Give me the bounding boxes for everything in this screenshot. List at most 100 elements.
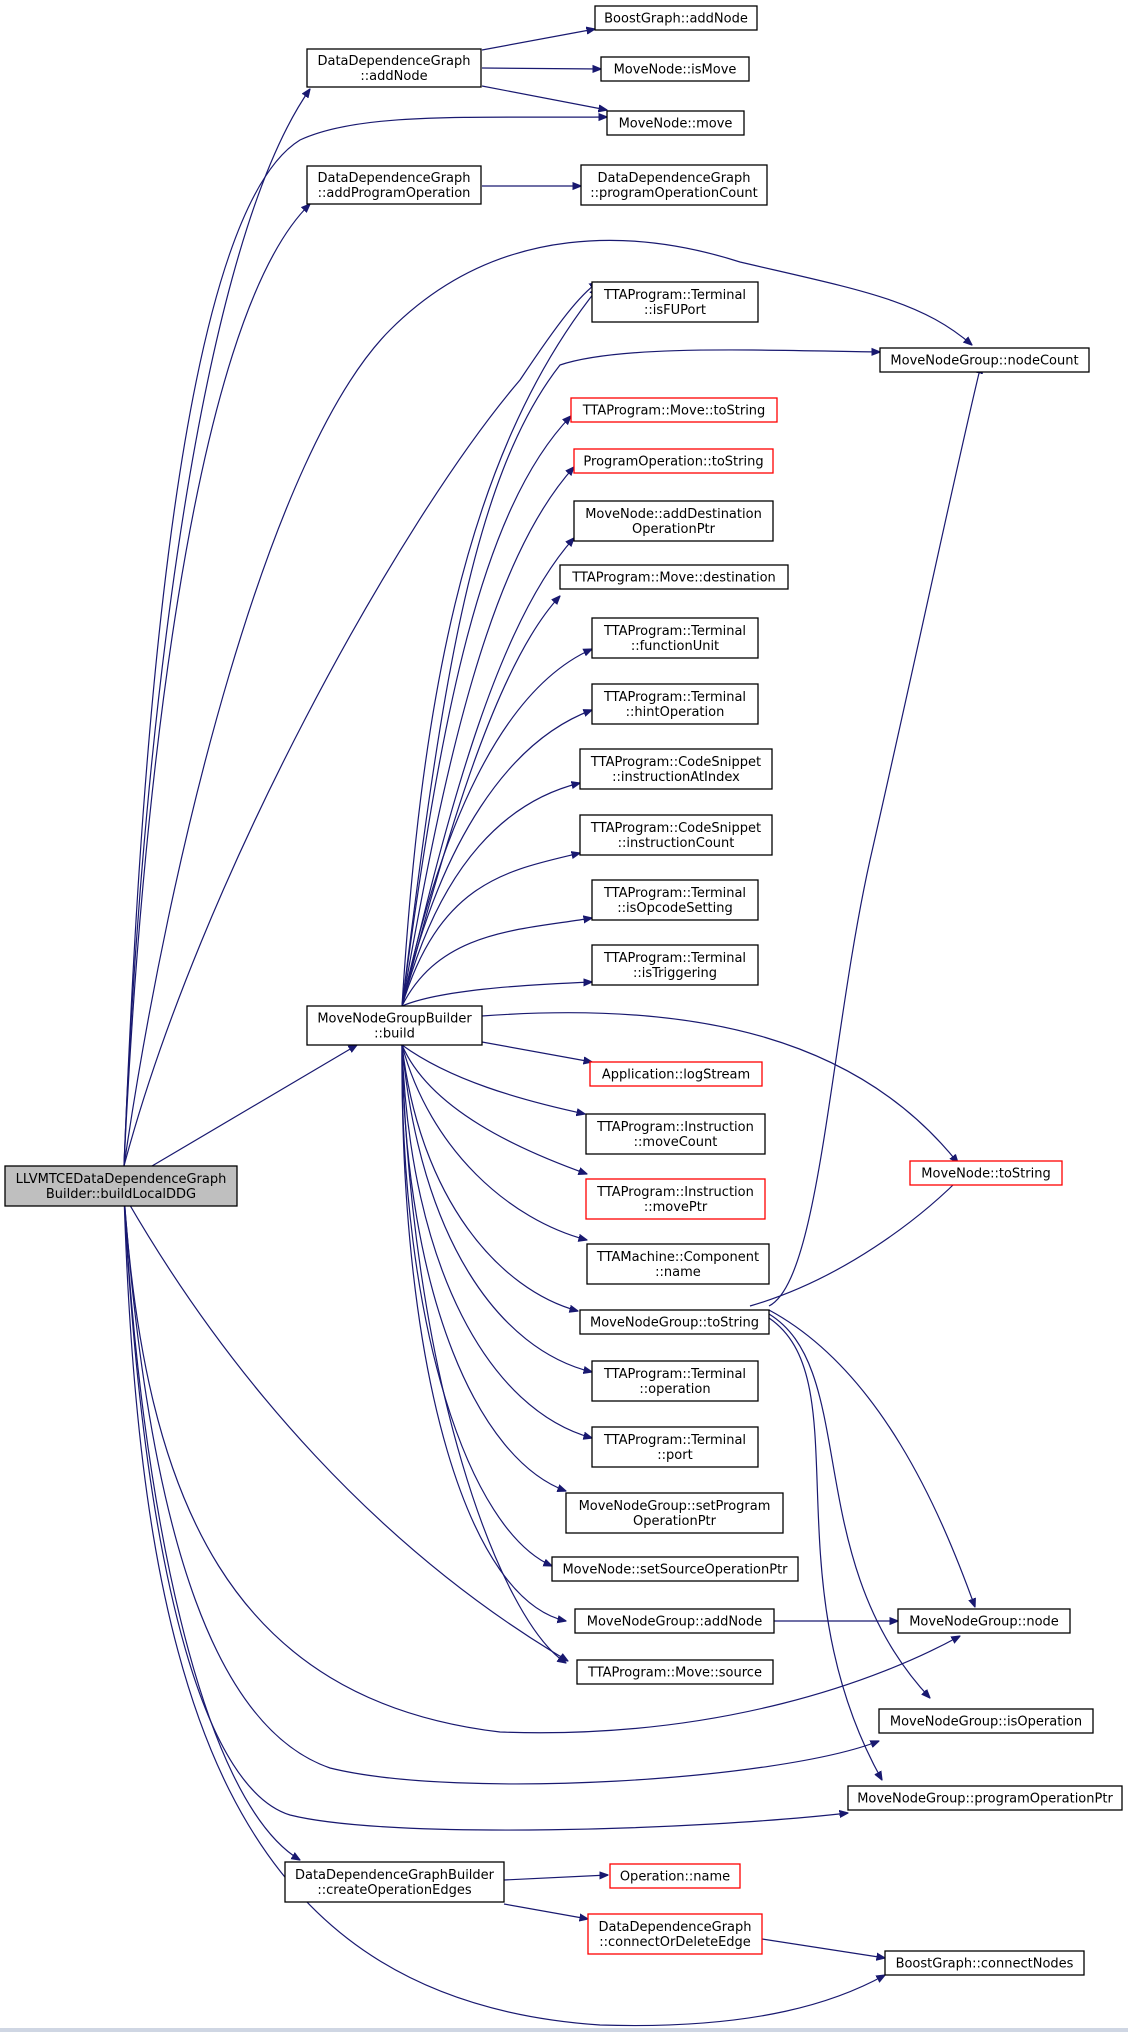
node-box: [570, 397, 778, 423]
node-box: [909, 1160, 1063, 1186]
node-bg-addnode[interactable]: BoostGraph::addNode: [594, 5, 758, 31]
node-label: TTAProgram::Move::source: [587, 1666, 762, 1681]
node-label: TTAProgram::Terminal: [603, 624, 746, 639]
edge: [401, 783, 580, 1007]
node-mng-progopptr[interactable]: MoveNodeGroup::programOperationPtr: [847, 1785, 1123, 1811]
node-ddgb-createopedges[interactable]: DataDependenceGraphBuilder::createOperat…: [284, 1861, 505, 1903]
node-move-source[interactable]: TTAProgram::Move::source: [576, 1659, 774, 1685]
node-instr-movecount[interactable]: TTAProgram::Instruction::moveCount: [585, 1113, 766, 1155]
node-box: [879, 347, 1090, 373]
node-label: MoveNodeGroup::addNode: [587, 1615, 763, 1630]
nodes: LLVMTCEDataDependenceGraphBuilder::build…: [4, 5, 1123, 1976]
node-app-logstream[interactable]: Application::logStream: [589, 1061, 763, 1087]
edge: [401, 1044, 592, 1438]
node-box: [609, 1863, 741, 1889]
edge: [481, 29, 595, 51]
node-mng-addnode[interactable]: MoveNodeGroup::addNode: [574, 1608, 775, 1634]
node-box: [551, 1556, 799, 1582]
node-po-tostring[interactable]: ProgramOperation::toString: [573, 448, 774, 474]
node-label: ::hintOperation: [626, 705, 725, 720]
node-ddg-progopcount[interactable]: DataDependenceGraph::programOperationCou…: [580, 164, 768, 206]
node-term-operation[interactable]: TTAProgram::Terminal::operation: [591, 1360, 759, 1402]
node-move-destination[interactable]: TTAProgram::Move::destination: [559, 564, 789, 590]
edge: [401, 350, 880, 1007]
node-box: [897, 1608, 1071, 1634]
edge: [401, 1044, 578, 1311]
edge: [401, 649, 592, 1007]
edge: [401, 853, 580, 1007]
node-label: TTAProgram::Instruction: [596, 1185, 754, 1200]
node-label: MoveNode::setSourceOperationPtr: [562, 1563, 788, 1578]
node-box: [306, 1005, 483, 1046]
node-term-functionunit[interactable]: TTAProgram::Terminal::functionUnit: [591, 617, 759, 659]
node-term-istriggering[interactable]: TTAProgram::Terminal::isTriggering: [591, 944, 759, 986]
node-instr-moveptr[interactable]: TTAProgram::Instruction::movePtr: [585, 1178, 766, 1220]
node-mngb-build[interactable]: MoveNodeGroupBuilder::build: [306, 1005, 483, 1046]
node-cs-instrcount[interactable]: TTAProgram::CodeSnippet::instructionCoun…: [579, 814, 773, 856]
edges: [123, 29, 981, 2027]
node-cs-instratindex[interactable]: TTAProgram::CodeSnippet::instructionAtIn…: [579, 748, 773, 790]
node-label: DataDependenceGraph: [317, 171, 470, 186]
node-box: [591, 1426, 759, 1468]
node-term-port[interactable]: TTAProgram::Terminal::port: [591, 1426, 759, 1468]
node-comp-name[interactable]: TTAMachine::Component::name: [586, 1243, 770, 1285]
node-box: [573, 448, 774, 474]
root-node[interactable]: LLVMTCEDataDependenceGraphBuilder::build…: [4, 1165, 238, 1207]
node-label: DataDependenceGraph: [597, 171, 750, 186]
edge: [401, 1044, 566, 1663]
node-label: LLVMTCEDataDependenceGraph: [16, 1172, 227, 1187]
node-ddg-addnode[interactable]: DataDependenceGraph::addNode: [306, 48, 482, 88]
edge: [401, 416, 571, 1007]
edge: [123, 1194, 568, 1661]
node-label: ::operation: [639, 1382, 710, 1397]
node-mng-isoperation[interactable]: MoveNodeGroup::isOperation: [878, 1708, 1094, 1734]
edge: [768, 1309, 975, 1607]
edge: [401, 1044, 566, 1491]
node-mng-node[interactable]: MoveNodeGroup::node: [897, 1608, 1071, 1634]
edge: [401, 982, 592, 1007]
node-mn-move[interactable]: MoveNode::move: [606, 110, 745, 136]
node-box: [585, 1113, 766, 1155]
node-box: [579, 814, 773, 856]
node-label: Operation::name: [620, 1870, 730, 1885]
node-bg-connectnodes[interactable]: BoostGraph::connectNodes: [884, 1950, 1085, 1976]
edge: [768, 1317, 882, 1780]
edge: [481, 85, 607, 110]
node-label: MoveNodeGroup::node: [909, 1615, 1059, 1630]
node-label: BoostGraph::connectNodes: [896, 1957, 1074, 1972]
node-term-isfuport[interactable]: TTAProgram::Terminal::isFUPort: [591, 281, 759, 323]
node-label: TTAProgram::Terminal: [603, 288, 746, 303]
node-ddg-connectordelete[interactable]: DataDependenceGraph::connectOrDeleteEdge: [587, 1913, 763, 1955]
edge: [401, 710, 592, 1007]
node-label: TTAMachine::Component: [596, 1250, 759, 1265]
node-box: [591, 683, 759, 725]
node-mng-tostring[interactable]: MoveNodeGroup::toString: [579, 1309, 770, 1335]
edge: [401, 918, 592, 1007]
node-label: ::isFUPort: [644, 303, 706, 318]
node-mn-setsrcopptr[interactable]: MoveNode::setSourceOperationPtr: [551, 1556, 799, 1582]
edge: [401, 1044, 587, 1174]
node-mng-nodecount[interactable]: MoveNodeGroup::nodeCount: [879, 347, 1090, 373]
edge: [401, 1044, 566, 1621]
node-ddg-addprogop[interactable]: DataDependenceGraph::addProgramOperation: [306, 165, 482, 205]
edge: [768, 1313, 930, 1698]
node-label: ::functionUnit: [631, 639, 719, 654]
node-box: [573, 500, 774, 542]
node-box: [878, 1708, 1094, 1734]
node-box: [587, 1913, 763, 1955]
node-move-tostring[interactable]: TTAProgram::Move::toString: [570, 397, 778, 423]
node-box: [306, 165, 482, 205]
node-label: ::isOpcodeSetting: [617, 901, 733, 916]
node-box: [586, 1243, 770, 1285]
node-box: [579, 1309, 770, 1335]
node-term-hintoperation[interactable]: TTAProgram::Terminal::hintOperation: [591, 683, 759, 725]
node-op-name[interactable]: Operation::name: [609, 1863, 741, 1889]
node-mn-tostring[interactable]: MoveNode::toString: [909, 1160, 1063, 1186]
node-mn-ismove[interactable]: MoveNode::isMove: [600, 56, 750, 82]
node-box: [580, 164, 768, 206]
node-label: MoveNodeGroup::toString: [590, 1316, 759, 1331]
node-term-isopcodesetting[interactable]: TTAProgram::Terminal::isOpcodeSetting: [591, 879, 759, 921]
